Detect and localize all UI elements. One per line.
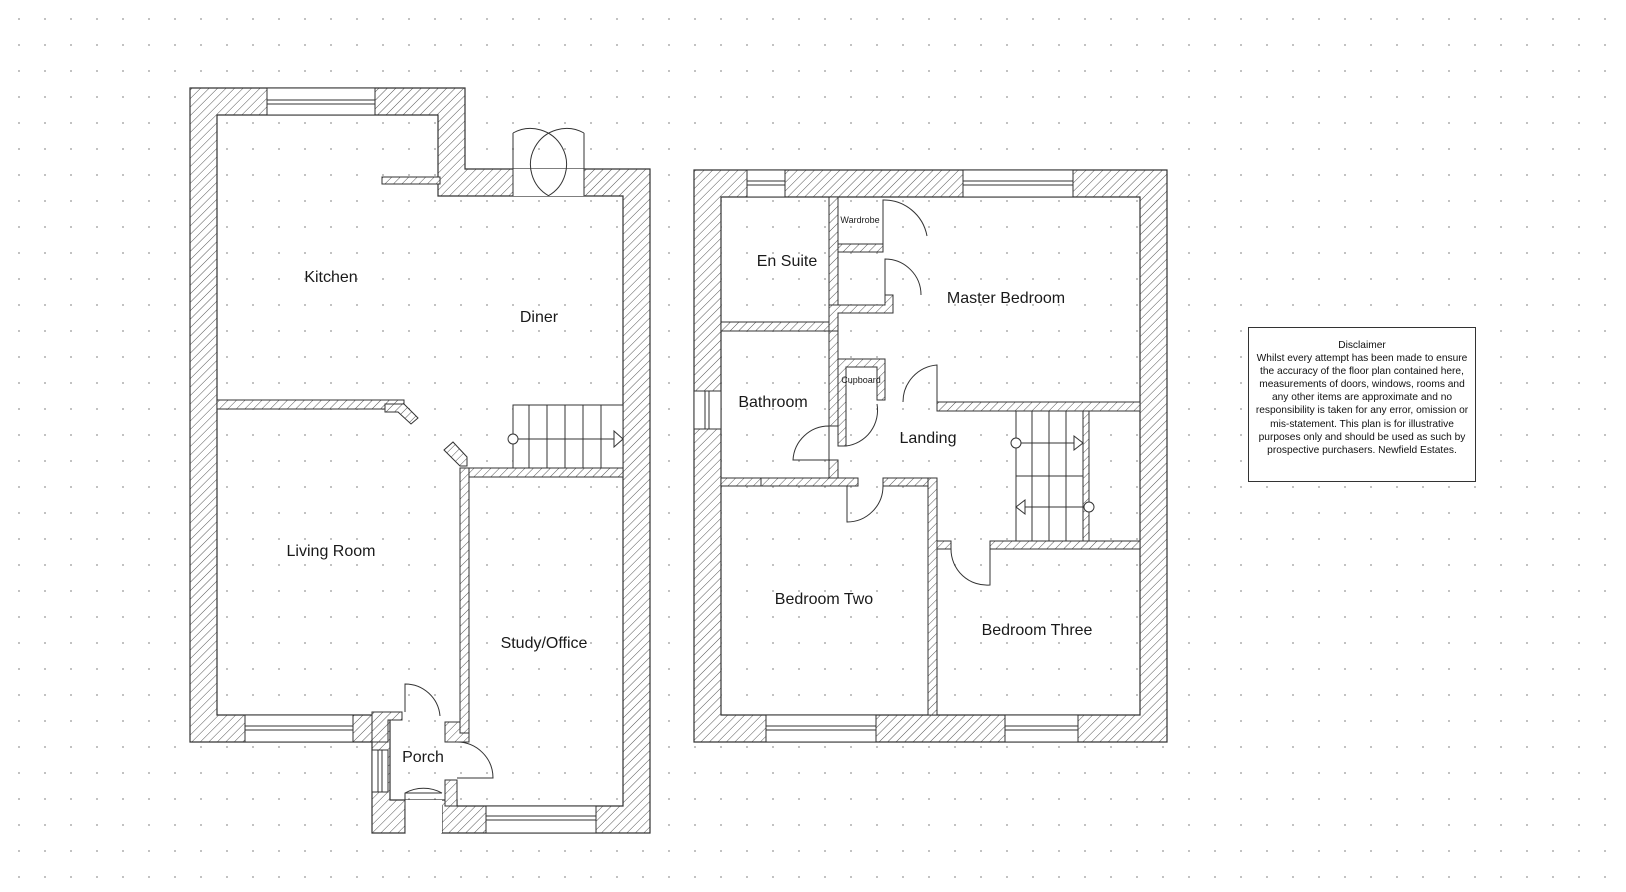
front-door <box>404 787 443 833</box>
ground-floor-labels: Kitchen Diner Living Room Study/Office P… <box>287 269 588 766</box>
kitchen-wall-stub <box>384 403 419 425</box>
kitchen-living-partition <box>216 399 405 410</box>
ensuite-jog-wall <box>828 294 894 332</box>
room-label-porch: Porch <box>402 749 444 766</box>
ground-floor-plan: Kitchen Diner Living Room Study/Office P… <box>189 87 651 834</box>
first-floor-labels: En Suite Wardrobe Master Bedroom Bathroo… <box>738 215 1092 639</box>
master-bedroom-door <box>902 364 938 403</box>
ensuite-door <box>884 258 922 296</box>
kitchen-window <box>266 87 376 116</box>
porch-inner-door <box>404 683 441 717</box>
study-left-wall <box>459 467 470 734</box>
bedroom-two-right-wall <box>927 477 938 716</box>
bedroom-two-door <box>846 485 884 523</box>
first-floor-staircase <box>1010 410 1095 542</box>
cupboard-walls <box>837 358 886 447</box>
bedroom-three-window <box>1004 714 1079 743</box>
french-doors <box>512 127 585 197</box>
kitchen-counter-stub <box>381 176 441 185</box>
room-label-en-suite: En Suite <box>757 253 818 270</box>
study-top-wall <box>459 467 624 478</box>
disclaimer-title: Disclaimer <box>1338 340 1386 351</box>
porch-left-wall <box>371 711 403 743</box>
ensuite-bottom-wall <box>720 321 839 332</box>
bedroom-three-top-stub <box>936 540 952 550</box>
living-room-window <box>244 714 354 743</box>
ground-floor-windows <box>244 87 597 834</box>
room-label-bedroom-three: Bedroom Three <box>982 622 1093 639</box>
room-label-kitchen: Kitchen <box>304 269 357 286</box>
room-label-wardrobe: Wardrobe <box>840 215 879 225</box>
ground-floor-staircase <box>507 404 624 469</box>
porch-right-wall <box>444 779 458 807</box>
stair-right-wall <box>1082 410 1090 542</box>
disclaimer-text: Whilst every attempt has been made to en… <box>1255 353 1469 456</box>
ground-floor-doors <box>404 127 585 833</box>
disclaimer-box: Disclaimer Whilst every attempt has been… <box>1248 327 1476 482</box>
bedroom-two-top-wall <box>720 477 762 487</box>
room-label-landing: Landing <box>900 430 957 447</box>
bedroom-two-top-wall-right <box>882 477 929 487</box>
first-floor-walls <box>693 169 1168 743</box>
room-label-master-bedroom: Master Bedroom <box>947 290 1065 307</box>
room-label-study: Study/Office <box>501 635 588 652</box>
diner-wall-stub <box>443 441 468 467</box>
room-label-bathroom: Bathroom <box>738 394 807 411</box>
first-floor-plan: En Suite Wardrobe Master Bedroom Bathroo… <box>693 169 1168 743</box>
first-floor-windows <box>693 169 1079 743</box>
study-window <box>485 805 597 834</box>
ensuite-right-wall <box>828 196 839 313</box>
room-label-cupboard: Cupboard <box>841 375 881 385</box>
room-label-living-room: Living Room <box>287 543 376 560</box>
room-label-diner: Diner <box>520 309 559 326</box>
master-bedroom-bottom-wall <box>936 401 1141 412</box>
room-label-bedroom-two: Bedroom Two <box>775 591 874 608</box>
wardrobe-door <box>882 199 928 244</box>
bathroom-window <box>693 390 722 430</box>
ensuite-window <box>746 169 786 198</box>
cupboard-door <box>845 403 879 447</box>
bathroom-right-wall <box>828 330 839 427</box>
ground-floor-walls <box>189 87 651 834</box>
wardrobe-bottom-wall <box>837 243 884 253</box>
bathroom-door <box>792 425 830 461</box>
porch-study-door <box>456 741 494 779</box>
bedroom-three-door <box>950 548 991 586</box>
bedroom-three-top-wall <box>989 540 1141 550</box>
first-floor-doors <box>792 199 991 586</box>
bedroom-two-window <box>765 714 877 743</box>
porch-inner-wall <box>444 721 470 743</box>
master-bedroom-window <box>962 169 1074 198</box>
porch-side-window <box>371 749 389 793</box>
